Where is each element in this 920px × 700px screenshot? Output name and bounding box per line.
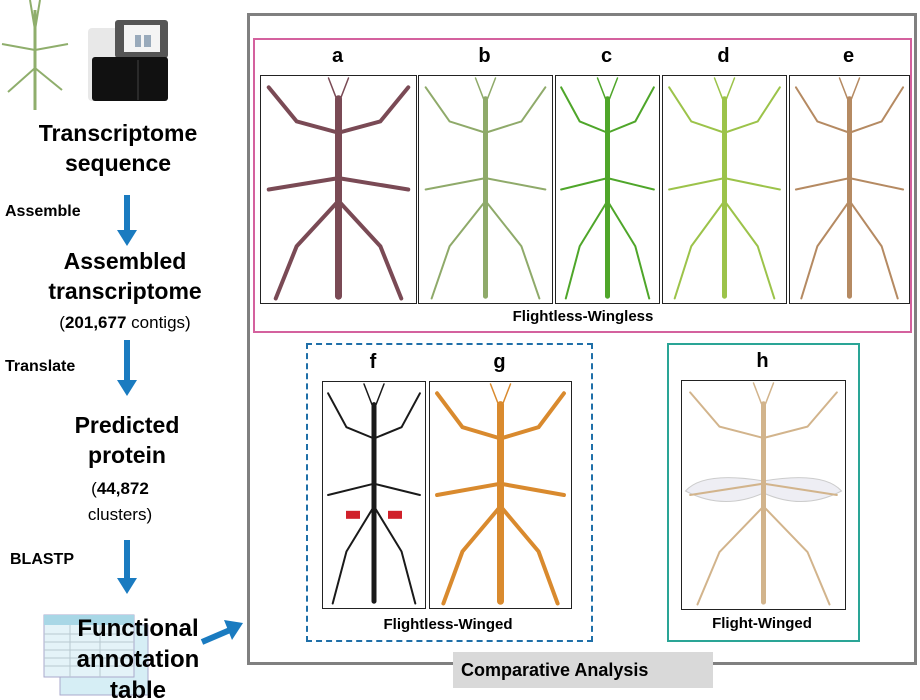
pipeline-arrows xyxy=(117,195,243,645)
count-unit: clusters) xyxy=(87,505,153,524)
panel-letter-a: a xyxy=(331,45,344,67)
count-value: 201,677 xyxy=(64,313,127,332)
step-line: protein xyxy=(88,442,166,468)
panel-letter-c: c xyxy=(600,45,613,67)
translate-label: Translate xyxy=(5,358,76,375)
step-line: Predicted xyxy=(74,412,180,438)
insect-photo-h xyxy=(681,380,846,610)
down-arrow-icon xyxy=(117,340,137,396)
insect-photo-d xyxy=(662,75,787,304)
blastp-label: BLASTP xyxy=(10,551,74,568)
step-functional-annotation-table: Functional annotation table xyxy=(77,613,200,700)
insect-photo-e xyxy=(789,75,910,304)
panel-letter-b: b xyxy=(478,45,491,67)
stick-insect-and-sequencer-icon xyxy=(1,0,168,110)
insect-photo-b xyxy=(418,75,553,304)
comparative-analysis-label: Comparative Analysis xyxy=(453,652,713,688)
flight-winged-group xyxy=(667,343,860,642)
insect-photo-g xyxy=(429,381,572,609)
down-arrow-icon xyxy=(117,540,137,594)
step-line: Functional xyxy=(77,615,199,642)
panel-letter-d: d xyxy=(717,45,730,67)
down-arrow-icon xyxy=(117,195,137,246)
table-document-icon xyxy=(43,614,149,696)
cluster-count: (44,872 clusters) xyxy=(88,476,152,528)
step-line: table xyxy=(109,677,166,700)
step-line: annotation xyxy=(76,646,200,673)
contig-count: (201,677 contigs) xyxy=(59,313,191,332)
panel-letter-f: f xyxy=(369,351,377,373)
panel-letter-g: g xyxy=(493,351,506,373)
step-line: Assembled xyxy=(63,248,187,274)
flight-winged-label: Flight-Winged xyxy=(712,615,812,632)
diagonal-arrow-icon xyxy=(200,620,243,645)
flightless-wingless-label: Flightless-Wingless xyxy=(512,308,654,325)
step-line: Transcriptome xyxy=(38,120,198,146)
panel-letter-e: e xyxy=(842,45,855,67)
assemble-label: Assemble xyxy=(5,203,81,220)
count-value: 44,872 xyxy=(96,479,149,498)
insect-photo-a xyxy=(260,75,417,304)
panel-letter-h: h xyxy=(756,350,769,372)
step-predicted-protein: Predicted protein xyxy=(75,410,180,470)
insect-photo-c xyxy=(555,75,660,304)
step-line: sequence xyxy=(64,150,172,176)
step-assembled-transcriptome: Assembled transcriptome xyxy=(48,246,201,306)
flightless-wingless-group xyxy=(253,38,912,333)
step-line: transcriptome xyxy=(48,278,202,304)
count-unit: contigs xyxy=(131,313,186,332)
step-transcriptome-sequence: Transcriptome sequence xyxy=(39,118,198,178)
flightless-winged-group xyxy=(306,343,593,642)
insect-photo-f xyxy=(322,381,426,609)
flightless-winged-label: Flightless-Winged xyxy=(383,616,513,633)
